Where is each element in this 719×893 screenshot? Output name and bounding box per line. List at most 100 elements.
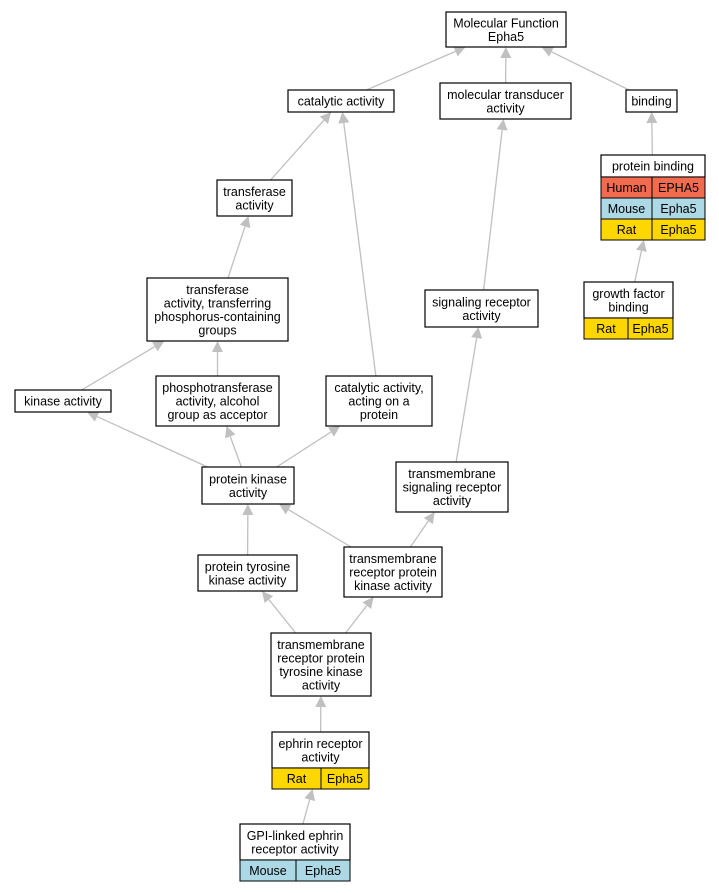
arrow-head-icon <box>636 240 647 252</box>
node-label-line: activity <box>235 198 274 212</box>
node-label-line: binding <box>608 300 648 314</box>
edge-ephrin-to-tm_tyrosine <box>315 696 327 733</box>
edge-transducer-to-mf <box>500 47 512 84</box>
arrow-head-icon <box>541 46 554 57</box>
gene-label: Epha5 <box>327 772 363 786</box>
edge-line <box>229 436 242 468</box>
node-label-line: protein <box>360 408 398 422</box>
go-term-node[interactable]: binding <box>625 89 678 113</box>
node-label-line: protein tyrosine <box>205 560 291 574</box>
edge-tyrosine_kinase-to-protein_kinase <box>242 504 254 556</box>
node-box <box>216 179 293 217</box>
node-label-line: kinase activity <box>209 573 288 587</box>
edges-layer <box>81 46 658 825</box>
arrow-head-icon <box>261 591 274 604</box>
node-label-line: phosphorus-containing <box>154 310 281 324</box>
gene-label: Epha5 <box>305 864 341 878</box>
species-label: Mouse <box>249 864 287 878</box>
annotation-row: Rat Epha5 <box>271 767 370 790</box>
node-label-line: GPI-linked ephrin <box>247 829 344 843</box>
node-label-line: activity <box>486 101 525 115</box>
node-label-line: activity <box>302 678 341 692</box>
arrow-head-icon <box>87 411 100 422</box>
node-label-line: group as acceptor <box>167 408 267 422</box>
arrow-head-icon <box>304 789 315 802</box>
node-box <box>439 82 572 120</box>
edge-line <box>96 415 208 468</box>
arrow-head-icon <box>152 341 165 352</box>
go-term-node[interactable]: kinase activity <box>14 389 112 413</box>
species-label: Rat <box>596 322 616 336</box>
node-label-line: binding <box>631 95 671 109</box>
species-label: Human <box>606 181 646 195</box>
node-box <box>197 554 298 592</box>
node-box <box>239 823 351 861</box>
node-label-line: protein kinase <box>209 472 287 486</box>
edge-tm_tyrosine-to-tm_receptor_kinase <box>345 597 374 634</box>
arrow-head-icon <box>471 327 483 339</box>
gene-cell <box>651 218 706 241</box>
node-box <box>270 632 372 697</box>
node-label-line: transmembrane <box>277 638 365 652</box>
node-label-line: receptor activity <box>251 842 339 856</box>
edge-transferase-to-catalytic <box>270 112 332 181</box>
node-label-line: kinase activity <box>354 579 433 593</box>
node-box <box>325 375 433 427</box>
arrow-head-icon <box>423 512 435 525</box>
node-label-line: activity <box>229 486 268 500</box>
edge-binding-to-mf <box>541 46 630 91</box>
edge-line <box>345 605 368 634</box>
edge-line <box>227 226 246 279</box>
go-term-node[interactable]: catalytic activity <box>287 89 395 113</box>
edge-kinase-to-transferase_phos <box>81 341 165 391</box>
node-box <box>625 89 678 113</box>
node-box <box>201 466 295 505</box>
species-label: Rat <box>287 772 307 786</box>
arrow-head-icon <box>242 504 254 516</box>
edge-transferase_phos-to-transferase <box>227 216 251 279</box>
node-box <box>287 89 395 113</box>
node-label-line: Molecular Function <box>453 16 559 30</box>
node-label-line: transferase <box>186 283 249 297</box>
edge-tm_tyrosine-to-tyrosine_kinase <box>261 591 297 634</box>
arrow-head-icon <box>225 426 236 439</box>
edge-line <box>302 799 311 825</box>
node-label-line: receptor protein <box>277 651 365 665</box>
edge-line <box>366 50 456 91</box>
gene-cell <box>295 859 351 882</box>
edge-tm_receptor_kinase-to-tm_signaling <box>409 512 435 548</box>
node-label-line: catalytic activity, <box>334 381 423 395</box>
edge-signaling_receptor-to-transducer <box>482 119 508 291</box>
edge-protein_kinase-to-kinase <box>87 411 208 468</box>
node-label-line: signaling receptor <box>432 295 531 309</box>
annotation-row: Mouse Epha5 <box>239 859 351 882</box>
node-label-line: acting on a <box>348 395 409 409</box>
arrow-head-icon <box>319 112 332 124</box>
species-label: Rat <box>617 223 637 237</box>
arrow-head-icon <box>496 119 508 131</box>
arrow-head-icon <box>279 504 292 515</box>
node-box <box>343 546 443 598</box>
node-label-line: activity <box>462 309 501 323</box>
